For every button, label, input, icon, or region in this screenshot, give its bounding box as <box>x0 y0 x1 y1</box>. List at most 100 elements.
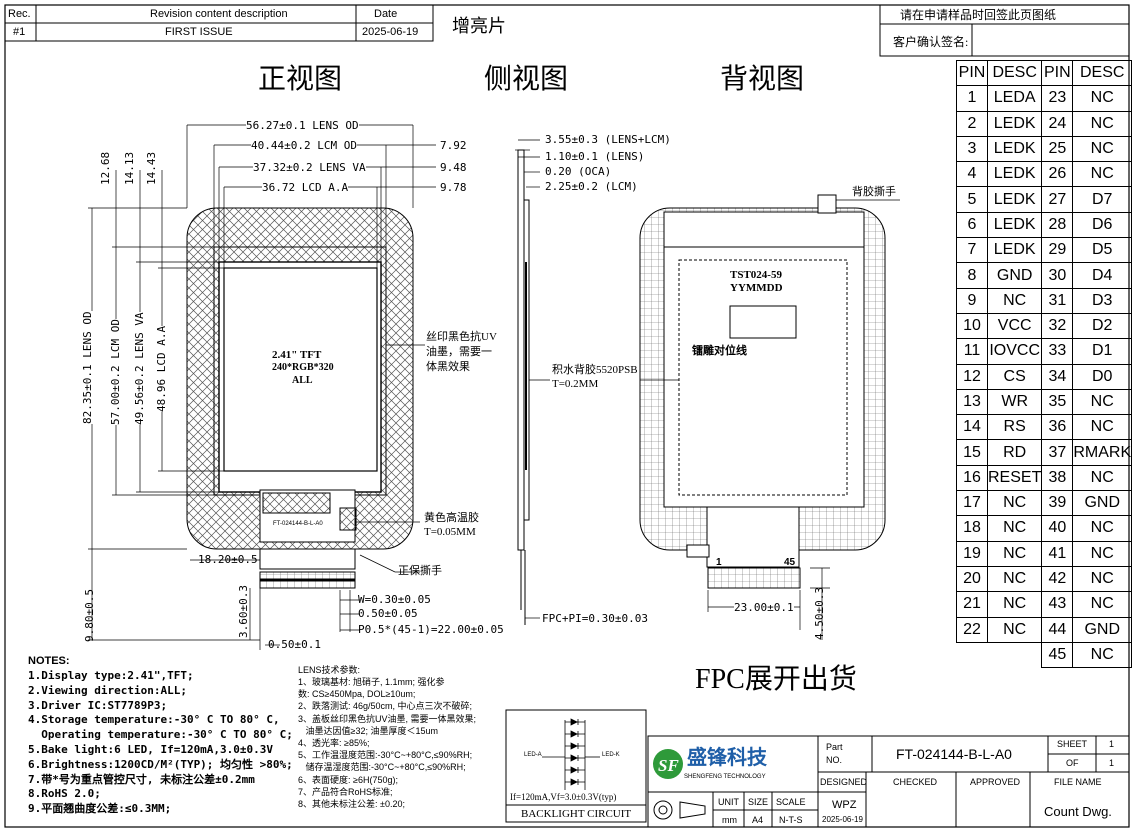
pin-desc: RD <box>986 439 1043 466</box>
pin-desc <box>988 642 1042 667</box>
back-align-mark: 镭雕对位线 <box>692 345 747 357</box>
dim-pitch: P0.5*(45-1)=22.00±0.05 <box>358 623 504 636</box>
led-symbol <box>565 718 585 726</box>
lens-spec-item: 2、跌落测试: 46g/50cm, 中心点三次不破碎; <box>298 701 473 712</box>
pin-number: 8 <box>956 262 988 289</box>
pin-desc: NC <box>986 515 1043 542</box>
note-item: 1.Display type:2.41",TFT; <box>28 669 194 682</box>
confirm-line2: 客户确认签名: <box>893 35 969 49</box>
rev-header-rec: Rec. <box>8 8 31 20</box>
pin-desc: D0 <box>1072 363 1133 390</box>
pin-number: 43 <box>1041 591 1074 618</box>
fpc-part-label: FT-024144-B-L-A0 <box>273 521 323 527</box>
pin-desc: VCC <box>986 312 1043 340</box>
note-item: 4.Storage temperature:-30° C TO 80° C, <box>28 713 280 727</box>
pin-number: 21 <box>956 591 988 618</box>
pin-desc: LEDK <box>986 110 1043 137</box>
back-date-code: YYMMDD <box>730 282 783 294</box>
no-label: NO. <box>826 755 843 765</box>
pin-number: 32 <box>1041 312 1074 340</box>
pin-desc: NC <box>1072 135 1133 163</box>
pin-desc: LEDK <box>986 135 1043 163</box>
dim-h-lcm-od: 57.00±0.2 LCM OD <box>109 319 122 425</box>
pin-number: 33 <box>1041 338 1074 365</box>
pin-desc: NC <box>1072 591 1133 618</box>
pin-number: 16 <box>956 464 988 492</box>
pin-number: 36 <box>1041 414 1074 441</box>
pin-number: 12 <box>956 363 988 390</box>
pin-number: 45 <box>1041 641 1074 669</box>
pin-number: 1 <box>956 85 988 112</box>
pin-number: 39 <box>1041 490 1074 517</box>
pin-number: 3 <box>956 135 988 163</box>
pin-desc: LEDK <box>986 211 1043 239</box>
note-title: 增亮片 <box>452 16 506 36</box>
rev-header-desc: Revision content description <box>150 8 288 20</box>
pin-desc: IOVCC <box>986 338 1043 365</box>
pin-number: 25 <box>1041 135 1074 163</box>
dim-360: 3.60±0.3 <box>237 585 250 638</box>
side-view <box>515 139 550 625</box>
size-label: SIZE <box>748 797 769 807</box>
title-block: SF <box>647 735 1130 828</box>
pin-number: 40 <box>1041 515 1074 542</box>
back-dim-width: 23.00±0.1 <box>734 601 794 614</box>
pin-desc: D7 <box>1072 186 1133 213</box>
pin-number: 4 <box>956 161 988 188</box>
pin-desc: LEDK <box>986 161 1043 188</box>
dim-1820: 18.20±0.5 <box>198 553 258 566</box>
scale-value: N-T-S <box>779 815 803 825</box>
pin-desc: NC <box>1072 414 1133 441</box>
sheet-label: SHEET <box>1057 739 1088 749</box>
pin-desc: NC <box>986 565 1043 593</box>
part-label: Part <box>826 742 843 752</box>
backlight-title: BACKLIGHT CIRCUIT <box>521 808 632 820</box>
rev-number: #1 <box>13 26 26 38</box>
pin-number: 15 <box>956 439 988 466</box>
pin-desc: D5 <box>1072 237 1133 264</box>
yellow-tape-note: 黄色高温胶 <box>424 512 479 524</box>
pin-number: 23 <box>1041 85 1074 112</box>
dim-lcm-od: 40.44±0.2 LCM OD <box>251 139 357 152</box>
pin-desc: D4 <box>1072 262 1133 289</box>
design-date: 2025-06-19 <box>822 815 863 824</box>
front-peel-note: 正保撕手 <box>398 565 442 577</box>
back-tape-note: 积水背胶5520PSB <box>552 364 638 376</box>
dim-w: W=0.30±0.05 <box>358 593 431 606</box>
pin-number: 19 <box>956 540 988 567</box>
notes-title: NOTES: <box>28 655 70 667</box>
pin-desc: NC <box>986 490 1043 517</box>
dim-h-lcd-aa: 48.96 LCD A.A <box>155 325 168 412</box>
pin-number: 17 <box>956 490 988 517</box>
lens-spec-item: 3、盖板丝印黑色抗UV油墨, 需要一体黑效果; <box>298 713 477 724</box>
lens-spec-item: 5、工作温湿度范围:-30°C~+80°C,≤90%RH; <box>298 750 473 761</box>
dim-lens-va: 37.32±0.2 LENS VA <box>253 161 366 174</box>
note-item: 5.Bake light:6 LED, If=120mA,3.0±0.3V <box>28 743 274 756</box>
confirm-line1: 请在申请样品时回签此页图纸 <box>900 8 1057 22</box>
fpc-pin-1: 1 <box>716 557 722 568</box>
size-value: A4 <box>752 815 764 825</box>
pin-desc: LEDK <box>986 186 1043 213</box>
svg-text:SF: SF <box>658 756 679 775</box>
approved-label: APPROVED <box>970 777 1021 787</box>
note-item: 9.平面翘曲度公差:≤0.3MM; <box>28 802 172 816</box>
dim-lens-od: 56.27±0.1 LENS OD <box>246 119 359 132</box>
pin-number: 9 <box>956 287 988 314</box>
note-item: 6.Brightness:1200CD/M²(TYP); 均匀性 >80%; <box>28 757 293 771</box>
pin-desc: WR <box>986 388 1043 416</box>
designed-label: DESIGNED <box>820 777 868 787</box>
designer-name: WPZ <box>832 799 857 811</box>
note-item: 2.Viewing direction:ALL; <box>28 683 187 697</box>
dim-v3: 14.43 <box>145 151 158 185</box>
pin-desc: NC <box>986 591 1043 618</box>
backlight-circuit <box>505 709 647 823</box>
dim-v2: 14.13 <box>123 151 136 185</box>
pin-number: 24 <box>1041 110 1074 137</box>
pin-table-header: PIN DESC PIN DESC <box>956 59 1133 87</box>
back-peel-note: 背胶撕手 <box>852 186 896 198</box>
